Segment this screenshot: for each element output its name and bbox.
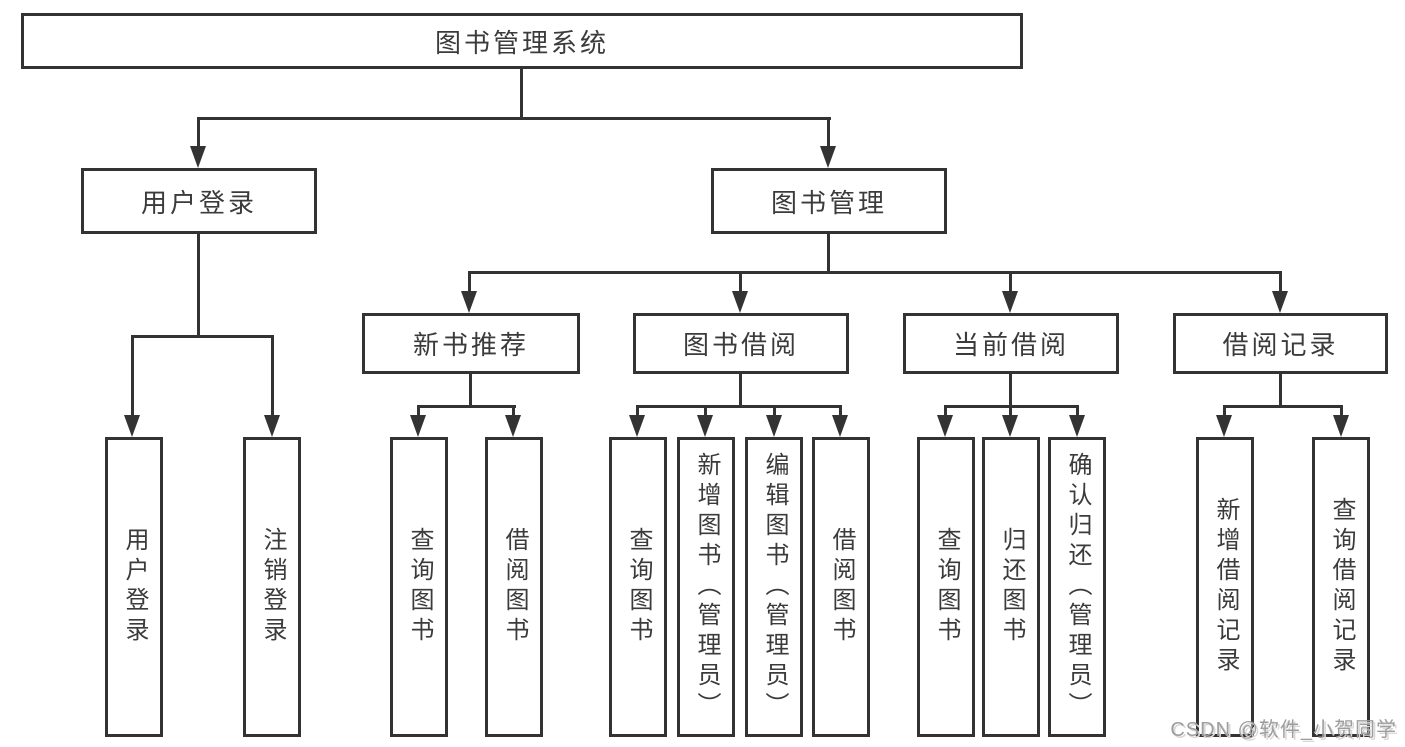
connector-line [704,405,707,420]
leaf-borrow-book-2-label: 借阅图书 [828,527,855,647]
connector-line [773,405,776,420]
connector-line [1009,271,1012,295]
leaf-return-book-label: 归还图书 [998,527,1025,647]
arrow-down-icon [190,146,206,168]
arrow-down-icon [124,415,140,437]
connector-line [197,117,200,155]
arrow-down-icon [766,415,782,437]
connector-line [468,271,471,295]
arrow-down-icon [1002,291,1018,313]
arrow-down-icon [1002,415,1018,437]
leaf-query-book-2-label: 查询图书 [625,527,652,647]
leaf-logout-label: 注销登录 [259,527,286,647]
connector-line [271,335,274,419]
arrow-down-icon [1069,415,1085,437]
node-borrow-record-label: 借阅记录 [1222,330,1339,360]
leaf-borrow-book-2: 借阅图书 [812,437,870,737]
leaf-query-borrow-record: 查询借阅记录 [1312,437,1370,737]
connector-line [1279,374,1282,408]
arrow-down-icon [937,415,953,437]
node-book-management: 图书管理 [711,168,947,234]
arrow-down-icon [629,415,645,437]
arrow-down-icon [1333,415,1349,437]
connector-line [827,233,830,274]
connector-line [512,405,515,420]
leaf-borrow-book-1-label: 借阅图书 [501,527,528,647]
node-current-borrow-label: 当前借阅 [952,330,1069,360]
connector-line [1223,405,1343,408]
node-user-login: 用户登录 [81,168,317,234]
leaf-edit-book-admin: 编辑图书（管理员） [745,437,803,737]
connector-line [1009,405,1012,420]
connector-line [944,405,947,420]
arrow-down-icon [732,291,748,313]
node-root-label: 图书管理系统 [434,27,609,58]
leaf-add-borrow-record-label: 新增借阅记录 [1212,497,1239,677]
leaf-query-book-3: 查询图书 [917,437,975,737]
arrow-down-icon [820,146,836,168]
csdn-watermark: CSDN @软件_小贺同学 [1170,719,1397,741]
node-current-borrow: 当前借阅 [903,313,1119,374]
leaf-user-login: 用户登录 [105,437,163,737]
node-new-book-recommend-label: 新书推荐 [412,330,529,360]
node-book-borrow-label: 图书借阅 [682,330,799,360]
leaf-logout: 注销登录 [243,437,301,737]
connector-line [827,117,830,155]
node-book-borrow: 图书借阅 [633,313,849,374]
arrow-down-icon [505,415,521,437]
connector-line [1223,405,1226,420]
connector-line [739,374,742,408]
connector-line [636,405,842,408]
node-root: 图书管理系统 [21,13,1023,69]
connector-line [520,68,523,120]
node-borrow-record: 借阅记录 [1173,313,1388,374]
connector-line [131,335,274,338]
arrow-down-icon [1272,291,1288,313]
leaf-add-borrow-record: 新增借阅记录 [1196,437,1254,737]
node-new-book-recommend: 新书推荐 [362,313,580,374]
leaf-query-book-3-label: 查询图书 [933,527,960,647]
arrow-down-icon [832,415,848,437]
arrow-down-icon [461,291,477,313]
leaf-borrow-book-1: 借阅图书 [485,437,543,737]
connector-line [1279,271,1282,295]
connector-line [839,405,842,420]
connector-line [417,405,420,420]
connector-line [468,271,1282,274]
connector-line [198,117,831,120]
leaf-add-book-admin-label: 新增图书（管理员） [693,452,720,722]
leaf-user-login-label: 用户登录 [121,527,148,647]
leaf-edit-book-admin-label: 编辑图书（管理员） [761,452,788,722]
arrow-down-icon [264,415,280,437]
connector-line [1009,374,1012,408]
leaf-return-book: 归还图书 [982,437,1040,737]
arrow-down-icon [410,415,426,437]
arrow-down-icon [697,415,713,437]
node-user-login-label: 用户登录 [140,187,257,218]
arrow-down-icon [1216,415,1232,437]
connector-line [739,271,742,295]
leaf-query-book-1: 查询图书 [390,437,448,737]
connector-line [1340,405,1343,420]
leaf-query-book-2: 查询图书 [609,437,667,737]
connector-line [197,233,200,338]
connector-line [636,405,639,420]
node-book-management-label: 图书管理 [770,187,887,218]
leaf-query-book-1-label: 查询图书 [406,527,433,647]
leaf-confirm-return-admin-label: 确认归还（管理员） [1064,452,1091,722]
connector-line [469,374,472,408]
connector-line [1076,405,1079,420]
leaf-confirm-return-admin: 确认归还（管理员） [1048,437,1106,737]
connector-line [131,335,134,419]
connector-line [417,405,516,408]
leaf-query-borrow-record-label: 查询借阅记录 [1328,497,1355,677]
leaf-add-book-admin: 新增图书（管理员） [677,437,735,737]
